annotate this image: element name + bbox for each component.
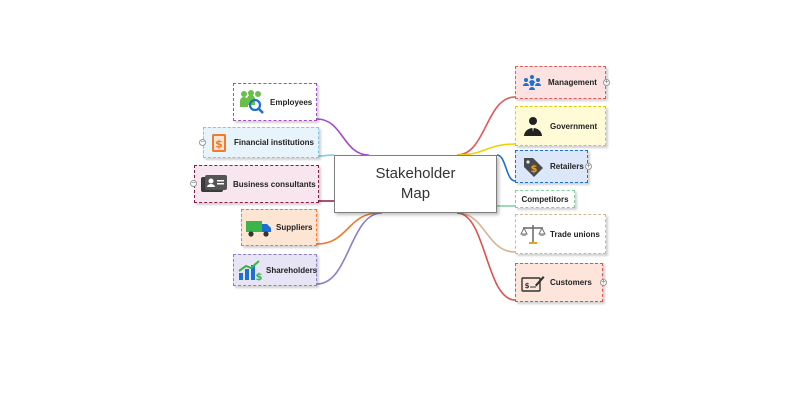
svg-text:$: $ — [525, 282, 530, 290]
central-topic-label: Stakeholder Map — [375, 165, 456, 202]
topic-label-business-consultants: Business consultants — [233, 179, 316, 189]
collapse-toggle-consultants[interactable]: − — [190, 180, 197, 187]
connector-management — [456, 96, 606, 156]
connector-trade_unions — [456, 212, 606, 253]
topic-employees[interactable]: Employees — [233, 83, 317, 121]
collapse-toggle-retailers[interactable]: + — [585, 163, 592, 170]
topic-label-trade-unions: Trade unions — [550, 229, 600, 239]
collapse-toggle-financial[interactable]: − — [199, 139, 206, 146]
growth-chart-icon: $ — [234, 259, 266, 281]
topic-trade-unions[interactable]: Trade unions — [515, 214, 606, 254]
collapse-toggle-customers[interactable]: + — [600, 279, 607, 286]
check-signature-icon: $ — [516, 273, 550, 293]
topic-customers[interactable]: $ Customers — [515, 263, 603, 302]
topic-label-government: Government — [550, 121, 598, 131]
svg-text:$: $ — [531, 164, 538, 175]
topic-suppliers[interactable]: Suppliers — [241, 209, 317, 246]
connector-suppliers — [241, 212, 379, 245]
topic-label-suppliers: Suppliers — [276, 223, 313, 232]
topic-label-shareholders: Shareholders — [266, 265, 318, 275]
topic-management[interactable]: Management — [515, 66, 606, 99]
topic-business-consultants[interactable]: Business consultants — [194, 165, 319, 203]
topic-label-retailers: Retailers — [550, 162, 584, 171]
price-tag-icon: $ — [516, 155, 550, 179]
connector-customers — [456, 212, 603, 301]
central-topic[interactable]: Stakeholder Map — [334, 155, 497, 213]
svg-text:$: $ — [256, 272, 263, 281]
topic-government[interactable]: Government — [515, 106, 606, 146]
topic-label-financial-institutions: Financial institutions — [234, 138, 315, 147]
employees-icon — [234, 89, 270, 115]
connector-employees — [233, 118, 369, 156]
business-card-icon — [195, 174, 233, 194]
team-icon — [516, 74, 548, 92]
topic-label-management: Management — [548, 78, 597, 87]
truck-icon — [242, 218, 276, 238]
collapse-toggle-management[interactable]: + — [603, 79, 610, 86]
svg-text:$: $ — [215, 137, 223, 150]
topic-retailers[interactable]: $ Retailers — [515, 150, 588, 183]
topic-competitors[interactable]: Competitors — [515, 190, 575, 208]
scales-icon — [516, 223, 550, 245]
connector-retailers — [496, 154, 588, 182]
official-icon — [516, 116, 550, 136]
connector-shareholders — [233, 212, 383, 285]
topic-label-employees: Employees — [270, 97, 313, 107]
topic-label-customers: Customers — [550, 278, 592, 287]
connector-government — [456, 143, 606, 156]
financial-icon: $ — [204, 133, 234, 153]
connector-financial — [203, 154, 335, 157]
topic-label-competitors: Competitors — [521, 194, 569, 204]
topic-financial-institutions[interactable]: $ Financial institutions — [203, 127, 319, 158]
topic-shareholders[interactable]: $ Shareholders — [233, 254, 317, 286]
